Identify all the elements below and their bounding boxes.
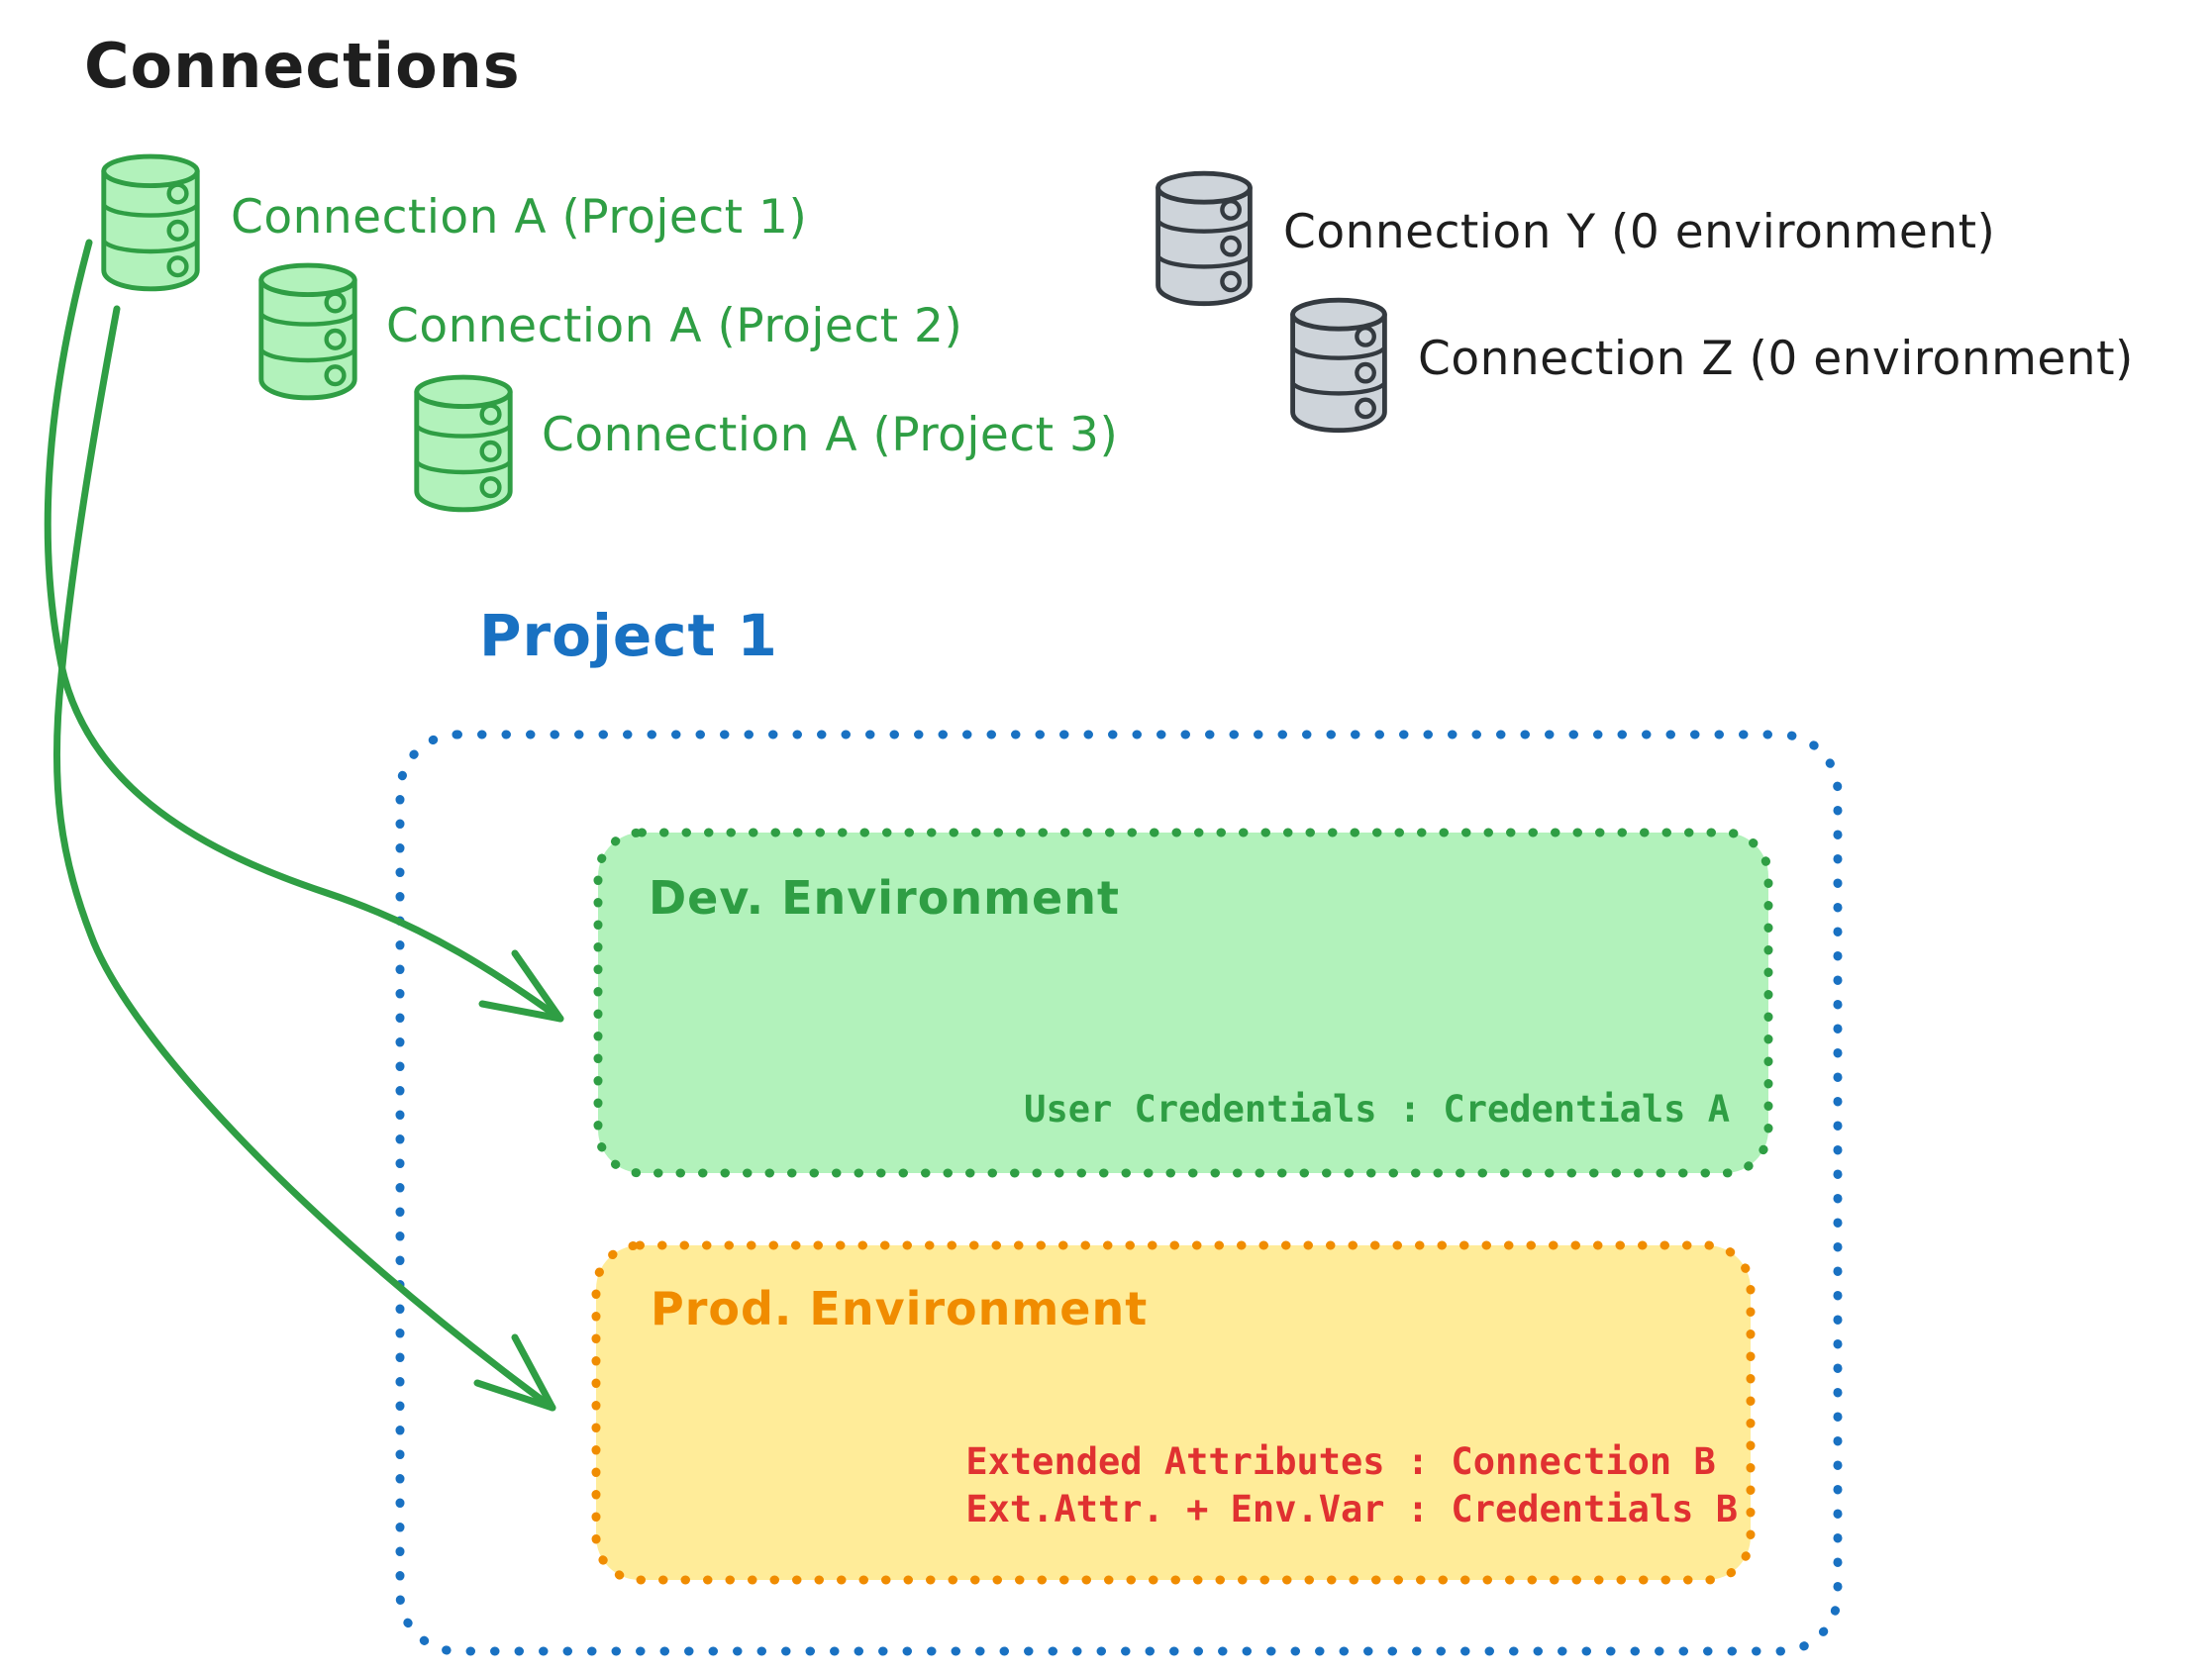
prod-credentials-mapping: Extended Attributes : Connection B Ext.A…	[965, 1438, 1738, 1533]
diagram-title: Connections	[84, 30, 521, 102]
prod-mapping-line-2: Ext.Attr. + Env.Var : Credentials B	[965, 1487, 1738, 1530]
database-icon	[1147, 163, 1261, 310]
prod-mapping-line-1: Extended Attributes : Connection B	[965, 1439, 1716, 1483]
dev-environment-box: Dev. Environment User Credentials : Cred…	[593, 828, 1773, 1178]
prod-environment-border	[591, 1240, 1756, 1585]
connection-label: Connection A (Project 2)	[386, 299, 963, 353]
database-icon	[250, 255, 366, 404]
project-title: Project 1	[479, 602, 778, 669]
database-icon	[1281, 290, 1396, 437]
dev-environment-title: Dev. Environment	[649, 871, 1120, 925]
connection-label: Connection A (Project 3)	[542, 408, 1119, 462]
dev-credentials-mapping: User Credentials : Credentials A	[1024, 1088, 1730, 1131]
connection-label: Connection Z (0 environment)	[1418, 332, 2134, 386]
dev-environment-border	[593, 828, 1773, 1178]
connection-label: Connection A (Project 1)	[231, 190, 808, 245]
prod-environment-title: Prod. Environment	[651, 1282, 1149, 1335]
prod-environment-box: Prod. Environment Extended Attributes : …	[591, 1240, 1756, 1585]
database-icon	[405, 367, 522, 516]
connection-label: Connection Y (0 environment)	[1283, 205, 1996, 259]
database-icon	[92, 147, 209, 295]
